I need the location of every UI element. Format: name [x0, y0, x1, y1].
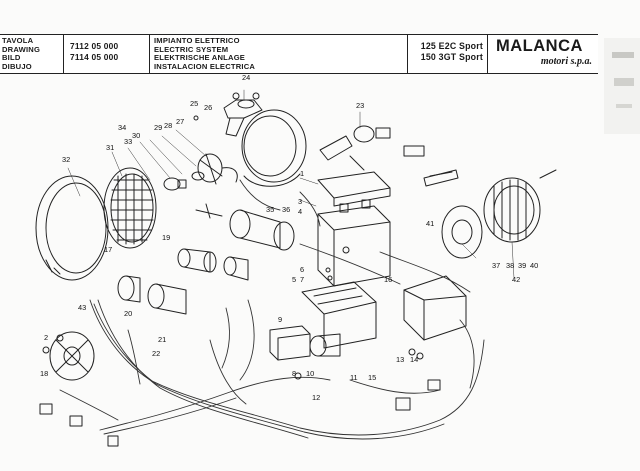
callout-42: 42 — [512, 275, 520, 284]
system-name-en: ELECTRIC SYSTEM — [154, 44, 229, 54]
label-tavola: TAVOLA — [2, 36, 34, 45]
callout-25: 25 — [190, 99, 198, 108]
callout-16: 16 — [384, 275, 392, 284]
callout-4: 4 — [298, 207, 302, 216]
callout-12: 12 — [312, 393, 320, 402]
callout-26: 26 — [204, 103, 212, 112]
callout-35: 35 — [266, 205, 274, 214]
callout-37: 37 — [492, 261, 500, 270]
callout-23: 23 — [356, 101, 364, 110]
callout-30: 30 — [132, 131, 140, 140]
headlamp-socket — [197, 153, 238, 185]
callout-38: 38 — [506, 261, 514, 270]
scan-margin-marks — [604, 38, 640, 134]
headlight-shell — [241, 109, 307, 187]
callout-6: 6 — [300, 265, 304, 274]
instrument-connector — [319, 125, 425, 171]
callout-17: 17 — [104, 245, 112, 254]
callout-7: 7 — [300, 275, 304, 284]
callout-19: 19 — [162, 233, 170, 242]
model-cell: 125 E2C Sport 150 3GT Sport — [408, 35, 488, 73]
ignition-coil-b — [223, 256, 249, 281]
condenser — [309, 333, 341, 357]
callout-33: 33 — [124, 137, 132, 146]
alternator — [441, 169, 557, 259]
wiring-harness — [59, 179, 485, 440]
model-1: 125 E2C Sport — [420, 41, 483, 51]
callout-36: 36 — [282, 205, 290, 214]
callout-28: 28 — [164, 121, 172, 130]
callout-43: 43 — [78, 303, 86, 312]
title-block: TAVOLA DRAWING BILD DIBUJO 7112 05 000 7… — [0, 34, 598, 74]
callout-22: 22 — [152, 349, 160, 358]
callout-11: 11 — [350, 373, 358, 382]
callout-15: 15 — [368, 373, 376, 382]
callout-18: 18 — [40, 369, 48, 378]
label-dibujo: DIBUJO — [2, 61, 32, 71]
headlight-bulbs — [163, 171, 205, 191]
voltage-regulator — [269, 325, 311, 361]
headlight-rim — [35, 175, 109, 281]
callout-34: 34 — [118, 123, 126, 132]
callout-9: 9 — [278, 315, 282, 324]
brand-subtitle: motori s.p.a. — [540, 56, 592, 67]
brand-cell: MALANCA motori s.p.a. — [488, 35, 598, 73]
drawing-number-1: 7112 05 000 — [70, 41, 119, 51]
fasteners — [42, 115, 424, 380]
wire-connectors — [39, 379, 441, 447]
callout-32: 32 — [62, 155, 70, 164]
callout-20: 20 — [124, 309, 132, 318]
system-name-cell: IMPIANTO ELETTRICO ELECTRIC SYSTEM ELEKT… — [150, 35, 408, 73]
ignition-switch-bracket — [223, 92, 263, 137]
label-drawing: DRAWING — [2, 44, 41, 54]
callout-5: 5 — [292, 275, 296, 284]
drawing-label-cell: TAVOLA DRAWING BILD DIBUJO — [0, 35, 64, 73]
system-name-it: IMPIANTO ELETTRICO — [154, 36, 240, 45]
ignition-coil-c — [117, 275, 187, 315]
callout-14: 14 — [410, 355, 418, 364]
callout-39: 39 — [518, 261, 526, 270]
callout-8: 8 — [292, 369, 296, 378]
callout-1: 1 — [300, 169, 304, 178]
rear-light — [403, 275, 467, 341]
callout-31: 31 — [106, 143, 114, 152]
connector-strip — [423, 169, 459, 187]
model-2: 150 3GT Sport — [420, 52, 483, 62]
leader-lines — [67, 89, 515, 279]
callout-24: 24 — [242, 73, 250, 82]
license-plate-bracket — [301, 281, 377, 349]
ignition-coil-a — [177, 248, 217, 273]
callout-3: 3 — [298, 197, 302, 206]
callout-29: 29 — [154, 123, 162, 132]
callout-40: 40 — [530, 261, 538, 270]
headlight-reflector — [103, 167, 157, 249]
drawing-number-cell: 7112 05 000 7114 05 000 — [64, 35, 150, 73]
label-bild: BILD — [2, 53, 21, 63]
callout-2: 2 — [44, 333, 48, 342]
regulator-box — [317, 171, 391, 207]
brand-logo-text: MALANCA — [496, 37, 583, 55]
callout-10: 10 — [306, 369, 314, 378]
system-name-de: ELEKTRISCHE ANLAGE — [154, 53, 246, 63]
drawing-number-2: 7114 05 000 — [70, 52, 119, 62]
battery — [317, 199, 391, 287]
callout-27: 27 — [176, 117, 184, 126]
stator-plate — [49, 331, 95, 381]
callout-13: 13 — [396, 355, 404, 364]
callout-21: 21 — [158, 335, 166, 344]
callout-41: 41 — [426, 219, 434, 228]
horn — [195, 203, 295, 251]
system-name-es: INSTALACION ELECTRICA — [154, 61, 256, 71]
